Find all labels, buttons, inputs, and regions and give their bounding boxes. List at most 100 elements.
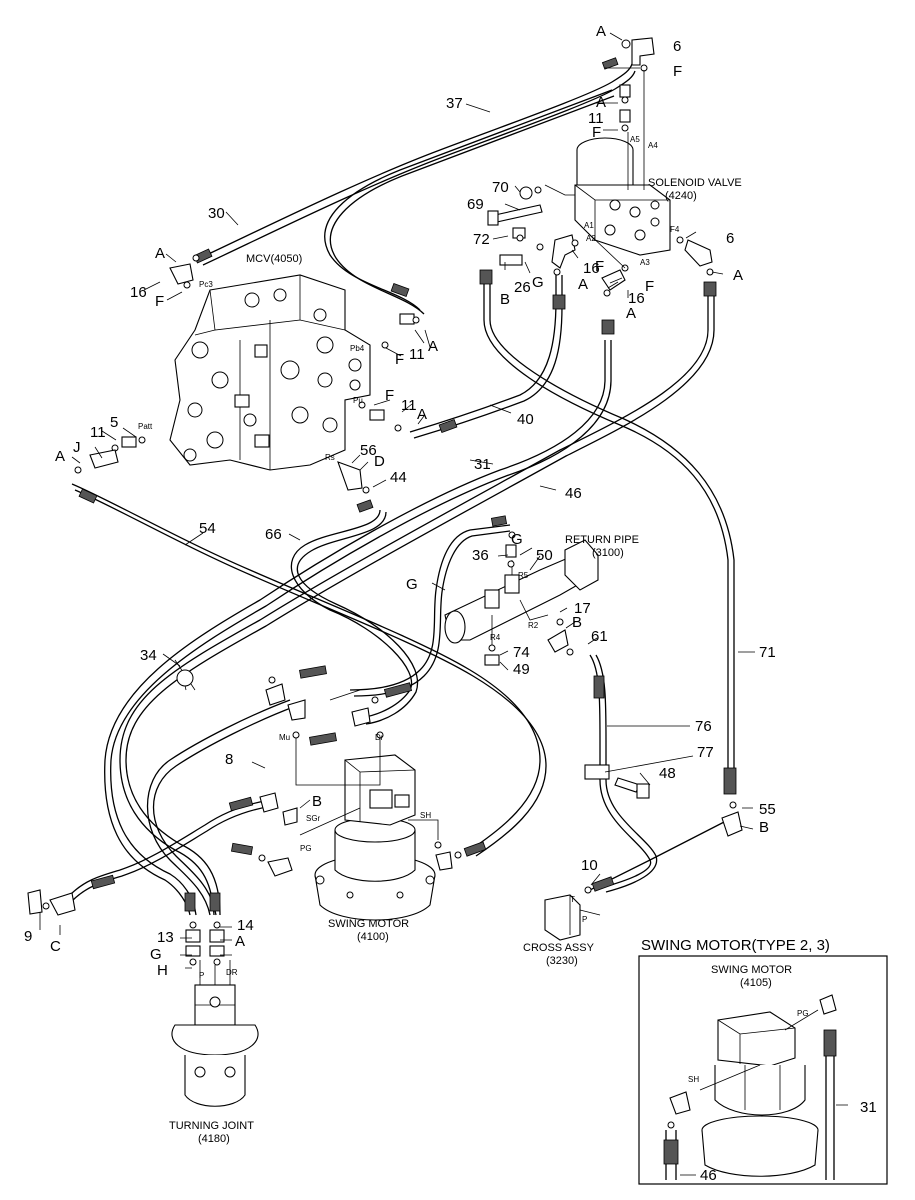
port-label: Mu xyxy=(279,733,290,742)
return-pipe xyxy=(444,531,599,666)
label-swing-motor: SWING MOTOR xyxy=(328,918,409,930)
inset-title: SWING MOTOR(TYPE 2, 3) xyxy=(641,937,830,954)
callout: 16 xyxy=(628,290,645,307)
callout: H xyxy=(157,962,168,979)
callout: 5 xyxy=(110,414,118,431)
callout: 77 xyxy=(697,744,714,761)
callout: 10 xyxy=(581,857,598,874)
callout: A xyxy=(596,94,606,111)
callout: F xyxy=(645,278,654,295)
callout: B xyxy=(759,819,769,836)
port-label: A5 xyxy=(630,135,640,144)
callout: B xyxy=(312,793,322,810)
callout: A xyxy=(733,267,743,284)
callout: A xyxy=(596,23,606,40)
callout: 11 xyxy=(401,397,417,414)
component-labels: MCV(4050) SOLENOID VALVE (4240) RETURN P… xyxy=(169,177,877,1184)
label-inset-swing-motor-code: (4105) xyxy=(740,977,772,989)
callout-labels: A 6 F 37 A 11 F 70 69 72 26 B G 16 A F 6… xyxy=(24,23,776,979)
callout: A xyxy=(235,933,245,950)
callout: 46 xyxy=(565,485,582,502)
cross-assy xyxy=(544,777,743,941)
callout: 55 xyxy=(759,801,776,818)
label-mcv: MCV(4050) xyxy=(246,253,302,265)
port-label: A1 xyxy=(584,221,594,230)
port-label: Pb4 xyxy=(350,344,365,353)
port-label: A3 xyxy=(640,258,650,267)
callout: 17 xyxy=(574,600,591,617)
mcv-block xyxy=(169,274,371,471)
port-label: P xyxy=(199,971,204,980)
callout: 66 xyxy=(265,526,282,543)
callout: 36 xyxy=(472,547,489,564)
port-label: A4 xyxy=(648,141,658,150)
callout: 8 xyxy=(225,751,233,768)
callout: 16 xyxy=(130,284,147,301)
label-return-pipe: RETURN PIPE xyxy=(565,534,639,546)
callout: A xyxy=(55,448,65,465)
callout: A xyxy=(155,245,165,262)
label-solenoid-valve: SOLENOID VALVE xyxy=(648,177,742,189)
callout: G xyxy=(511,531,523,548)
hose-lines xyxy=(69,57,737,916)
inset-callout-46: 46 xyxy=(700,1167,717,1184)
solenoid-valve xyxy=(487,37,714,297)
callout: G xyxy=(150,946,162,963)
port-label: T xyxy=(570,895,575,904)
callout: F xyxy=(385,387,394,404)
callout: 48 xyxy=(659,765,676,782)
label-solenoid-valve-code: (4240) xyxy=(665,190,697,202)
inset-port-sh: SH xyxy=(688,1075,699,1084)
label-return-pipe-code: (3100) xyxy=(592,547,624,559)
port-label: A2 xyxy=(586,234,596,243)
port-label: DR xyxy=(226,968,238,977)
label-inset-swing-motor: SWING MOTOR xyxy=(711,964,792,976)
callout: 14 xyxy=(237,917,254,934)
inset-panel xyxy=(638,955,888,1185)
callout: F xyxy=(592,124,601,141)
callout: 44 xyxy=(390,469,407,486)
callout: 70 xyxy=(492,179,509,196)
callout: 76 xyxy=(695,718,712,735)
callout: 11 xyxy=(588,110,604,127)
label-swing-motor-code: (4100) xyxy=(357,931,389,943)
swing-motor xyxy=(258,676,462,921)
callout: A xyxy=(626,305,636,322)
label-turning-joint-code: (4180) xyxy=(198,1133,230,1145)
port-label: PG xyxy=(300,844,312,853)
callout: 71 xyxy=(759,644,776,661)
callout: 49 xyxy=(513,661,530,678)
callout: A xyxy=(428,338,438,355)
callout: 13 xyxy=(157,929,174,946)
callout: 30 xyxy=(208,205,225,222)
leader-lines xyxy=(39,32,848,1176)
callout: F xyxy=(395,351,404,368)
callout: 40 xyxy=(517,411,534,428)
callout: 34 xyxy=(140,647,157,664)
callout: 69 xyxy=(467,196,484,213)
callout: A xyxy=(417,406,427,423)
inset-callout-31: 31 xyxy=(860,1099,877,1116)
callout: 16 xyxy=(583,260,600,277)
port-label: Dr xyxy=(375,733,384,742)
callout: F xyxy=(673,63,682,80)
callout: 11 xyxy=(90,424,106,441)
port-label: Patt xyxy=(138,422,153,431)
callout: F xyxy=(595,258,604,275)
label-cross-assy: CROSS ASSY xyxy=(523,942,595,954)
port-label: F4 xyxy=(670,225,680,234)
port-label: R2 xyxy=(528,621,539,630)
callout: 56 xyxy=(360,442,377,459)
port-label: R4 xyxy=(490,633,501,642)
callout: C xyxy=(50,938,61,955)
callout: 54 xyxy=(199,520,216,537)
callout: F xyxy=(155,293,164,310)
callout: B xyxy=(572,614,582,631)
callout: A xyxy=(578,276,588,293)
left-fittings xyxy=(27,889,76,916)
callout: 61 xyxy=(591,628,608,645)
callout: 31 xyxy=(474,456,491,473)
port-label: SH xyxy=(420,811,431,820)
port-label: R5 xyxy=(518,571,529,580)
